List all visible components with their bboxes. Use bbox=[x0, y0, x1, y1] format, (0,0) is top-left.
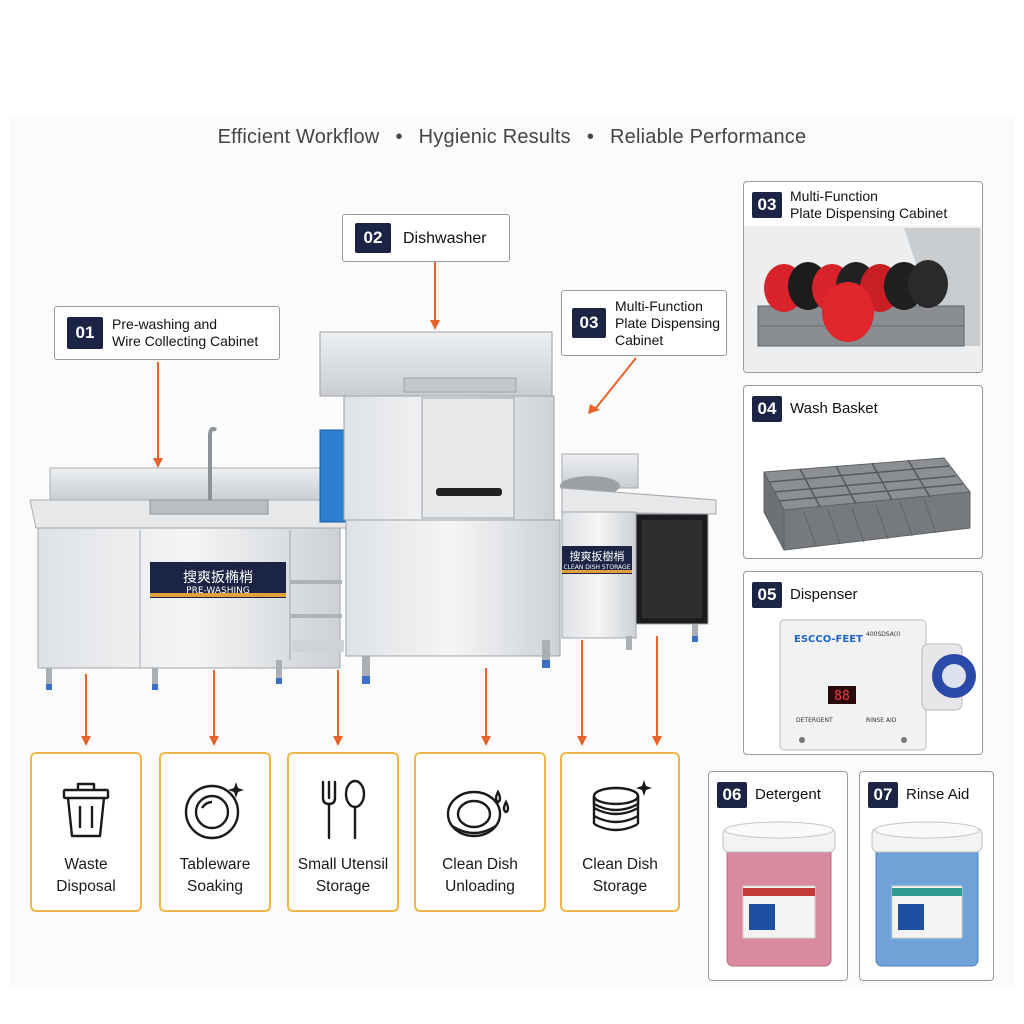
panel-title: Multi-Function Plate Dispensing Cabinet bbox=[782, 188, 947, 222]
callout-line: Plate Dispensing bbox=[615, 314, 721, 331]
plate-rack-photo bbox=[744, 226, 982, 372]
dispenser-model: 400SDSA(I) bbox=[866, 631, 900, 638]
function-label: Waste Disposal bbox=[32, 854, 140, 898]
wash-basket-photo bbox=[763, 457, 971, 551]
panel-title: Dispenser bbox=[790, 586, 858, 603]
callout-number: 02 bbox=[355, 223, 391, 253]
function-label-line: Tableware bbox=[179, 856, 251, 873]
tagline-item-performance: Reliable Performance bbox=[610, 126, 807, 148]
tagline-separator: • bbox=[395, 126, 403, 148]
detergent-button-label: DETERGENT bbox=[796, 717, 833, 724]
panel-title: Rinse Aid bbox=[906, 786, 970, 803]
callout-prewash: 01 Pre-washing and Wire Collecting Cabin… bbox=[54, 306, 280, 360]
clean-dish-storage-cabinet: 搜爽扳樹梢 CLEAN DISH STORAGE bbox=[560, 453, 717, 650]
panel-header: 03 Multi-Function Plate Dispensing Cabin… bbox=[752, 188, 947, 222]
panel-dispenser: 05 Dispenser ESCCO-FEET 400SDSA(I) 88 DE… bbox=[743, 571, 983, 755]
prewash-cabinet: 搜爽扳椭梢 PRE-WASHING bbox=[29, 426, 349, 690]
panel-number: 06 bbox=[717, 782, 747, 808]
function-label-line: Storage bbox=[315, 878, 371, 895]
function-label-line: Waste bbox=[64, 856, 108, 873]
function-card-waste-disposal: Waste Disposal bbox=[30, 752, 142, 912]
panel-title: Wash Basket bbox=[790, 400, 878, 417]
storage-chinese-label: 搜爽扳樹梢 bbox=[570, 549, 625, 563]
function-card-small-utensil-storage: Small Utensil Storage bbox=[287, 752, 399, 912]
panel-number: 07 bbox=[868, 782, 898, 808]
function-label: Clean Dish Storage bbox=[562, 854, 678, 898]
panel-title-line: Multi-Function bbox=[790, 188, 878, 204]
callout-number: 03 bbox=[572, 308, 606, 338]
plate-sparkle-icon bbox=[184, 782, 244, 840]
panel-header: 04 Wash Basket bbox=[752, 396, 878, 422]
panel-detergent: 06 Detergent bbox=[708, 771, 848, 981]
panel-number: 03 bbox=[752, 192, 782, 218]
function-label-line: Unloading bbox=[445, 878, 515, 895]
panel-number: 05 bbox=[752, 582, 782, 608]
function-card-tableware-soaking: Tableware Soaking bbox=[159, 752, 271, 912]
rinse-aid-bucket-photo bbox=[871, 821, 983, 967]
function-card-clean-dish-unloading: Clean Dish Unloading bbox=[414, 752, 546, 912]
callout-arrows bbox=[153, 262, 637, 468]
callout-text: Dishwasher bbox=[403, 229, 487, 247]
tagline-separator: • bbox=[586, 126, 595, 148]
function-label-line: Clean Dish bbox=[582, 856, 658, 873]
panel-title-line: Plate Dispensing Cabinet bbox=[790, 205, 948, 221]
trash-bin-icon bbox=[62, 782, 110, 838]
function-label-line: Small Utensil bbox=[297, 856, 389, 873]
callout-line: Multi-Function bbox=[615, 297, 703, 314]
function-label-line: Clean Dish bbox=[442, 856, 518, 873]
dispenser-display: 88 bbox=[834, 689, 850, 704]
prewash-english-label: PRE-WASHING bbox=[186, 586, 250, 596]
callout-line: Pre-washing and bbox=[112, 316, 218, 332]
tagline-item-workflow: Efficient Workflow bbox=[217, 126, 380, 148]
callout-number: 01 bbox=[67, 317, 103, 349]
tagline-item-hygienic: Hygienic Results bbox=[418, 126, 571, 148]
prewash-chinese-label: 搜爽扳椭梢 bbox=[183, 570, 253, 586]
plate-stack-icon bbox=[592, 780, 652, 832]
panel-wash-basket: 04 Wash Basket bbox=[743, 385, 983, 559]
function-label: Small Utensil Storage bbox=[289, 854, 397, 898]
dispenser-brand: ESCCO-FEET bbox=[794, 634, 863, 645]
dispenser-photo: ESCCO-FEET 400SDSA(I) 88 DETERGENT RINSE… bbox=[779, 619, 976, 751]
function-card-clean-dish-storage: Clean Dish Storage bbox=[560, 752, 680, 912]
storage-english-label: CLEAN DISH STORAGE bbox=[563, 564, 630, 571]
function-label: Clean Dish Unloading bbox=[416, 854, 544, 898]
detergent-bucket-photo bbox=[722, 821, 836, 967]
dish-droplet-icon bbox=[446, 789, 510, 838]
fork-spoon-icon bbox=[321, 779, 366, 840]
panel-plate-cabinet: 03 Multi-Function Plate Dispensing Cabin… bbox=[743, 181, 983, 373]
callout-line: Cabinet bbox=[615, 331, 664, 348]
callout-dishwasher: 02 Dishwasher bbox=[342, 214, 510, 262]
tagline: Efficient Workflow • Hygienic Results • Reli… bbox=[0, 126, 1024, 149]
rinse-aid-button-label: RINSE AID bbox=[866, 717, 897, 724]
panel-header: 06 Detergent bbox=[717, 782, 821, 808]
panel-header: 05 Dispenser bbox=[752, 582, 858, 608]
function-label-line: Disposal bbox=[56, 878, 116, 895]
function-label-line: Soaking bbox=[186, 878, 243, 895]
entry-curtain bbox=[319, 429, 347, 523]
dishwasher-unit bbox=[319, 331, 561, 684]
panel-number: 04 bbox=[752, 396, 782, 422]
callout-text: Pre-washing and Wire Collecting Cabinet bbox=[103, 316, 258, 350]
function-label-line: Storage bbox=[592, 878, 648, 895]
callout-text: Multi-Function Plate Dispensing Cabinet bbox=[606, 298, 720, 349]
callout-line: Wire Collecting Cabinet bbox=[112, 333, 259, 349]
panel-title: Detergent bbox=[755, 786, 821, 803]
callout-plate-cabinet: 03 Multi-Function Plate Dispensing Cabin… bbox=[561, 290, 727, 356]
function-arrows bbox=[81, 636, 662, 746]
function-label: Tableware Soaking bbox=[161, 854, 269, 898]
panel-header: 07 Rinse Aid bbox=[868, 782, 969, 808]
panel-rinse-aid: 07 Rinse Aid bbox=[859, 771, 994, 981]
